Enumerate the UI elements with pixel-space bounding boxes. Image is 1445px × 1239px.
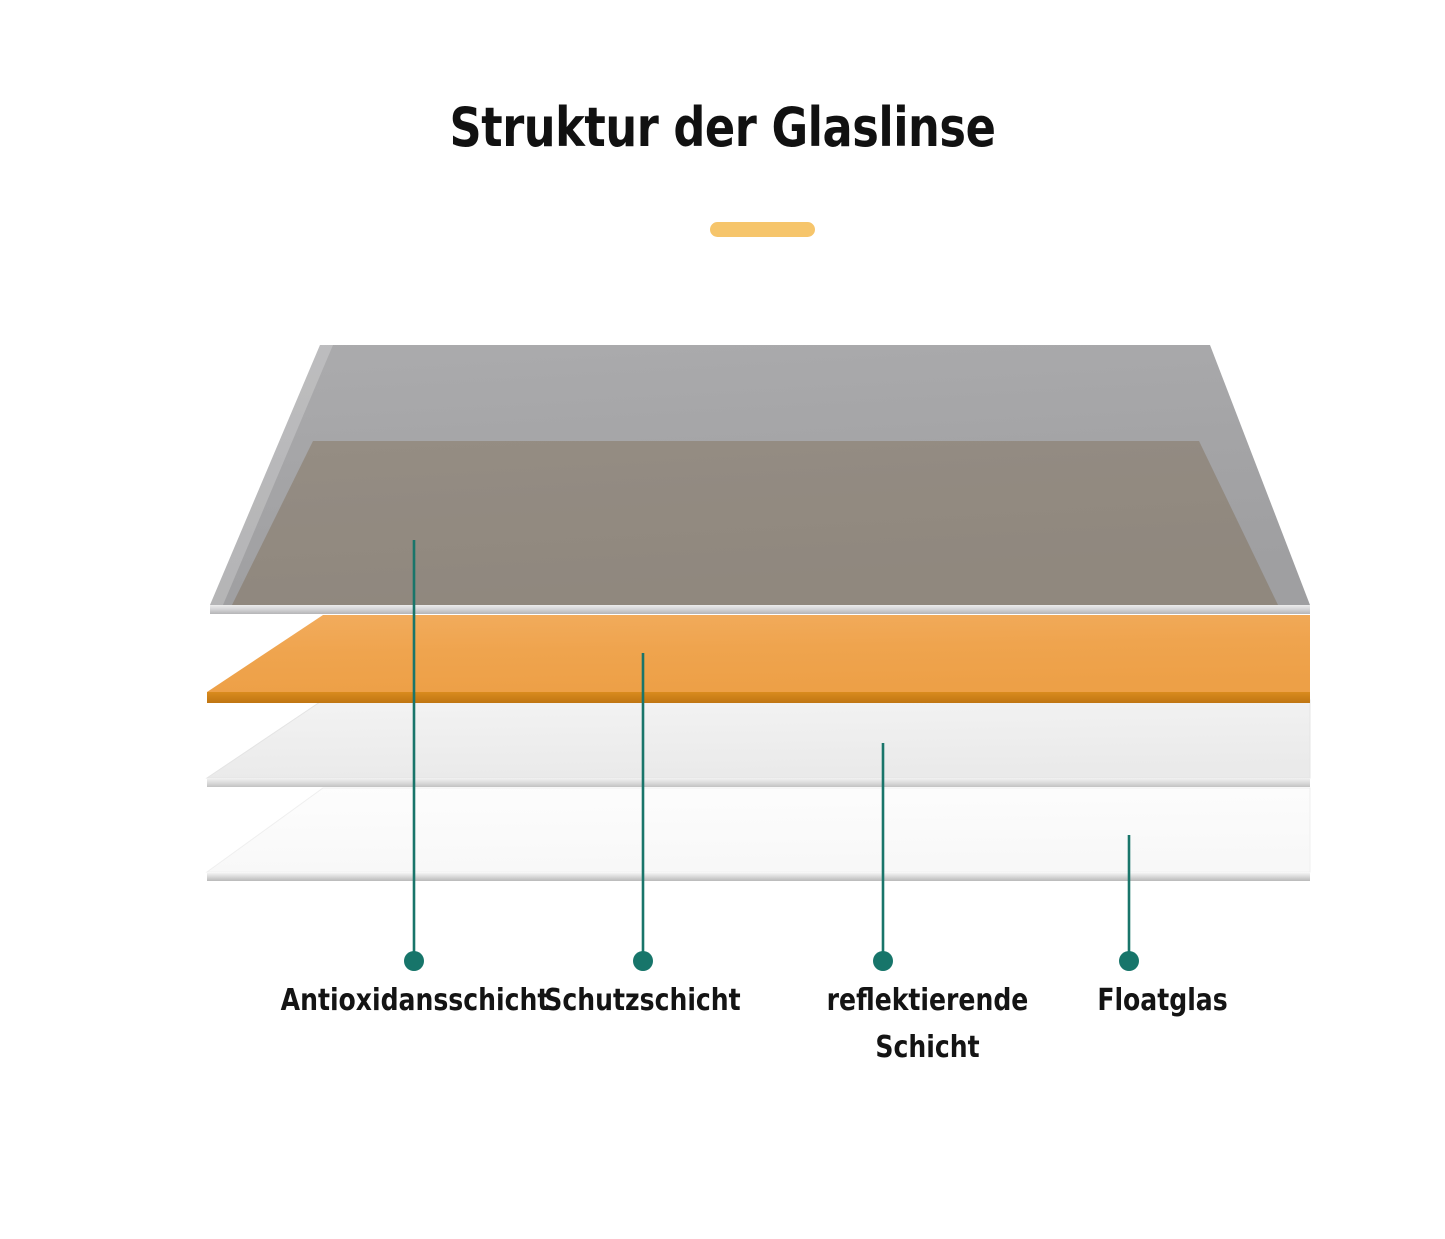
reflective-surface: [205, 699, 1311, 779]
page-title: Struktur der Glaslinse: [449, 96, 996, 159]
floatglas-edge: [207, 872, 1310, 881]
layer-plate-antioxidant[interactable]: [210, 345, 1310, 614]
callout-label-protective: Schutzschicht: [544, 983, 741, 1018]
layer-plate-protective[interactable]: [207, 615, 1310, 703]
leader-dot-reflective[interactable]: [873, 951, 893, 971]
antioxidant-inner-tint: [232, 441, 1278, 605]
floatglas-surface: [205, 787, 1311, 873]
antioxidant-edge: [210, 605, 1310, 614]
reflective-edge: [207, 778, 1310, 787]
leader-dot-antioxidant[interactable]: [404, 951, 424, 971]
antioxidant-bevel-highlight: [210, 345, 333, 605]
layer-plate-floatglas[interactable]: [205, 787, 1311, 881]
title-divider: [710, 222, 815, 237]
callout-label-floatglas: Floatglas: [1097, 983, 1228, 1018]
antioxidant-surface: [210, 345, 1310, 605]
callout-label-antioxidant: Antioxidansschicht: [280, 983, 550, 1018]
protective-surface: [207, 615, 1310, 692]
callout-leaders: [404, 540, 1139, 971]
callout-label-reflective: reflektierende Schicht: [826, 983, 1029, 1065]
leader-dot-protective[interactable]: [633, 951, 653, 971]
layer-plate-reflective[interactable]: [205, 699, 1311, 787]
leader-dot-floatglas[interactable]: [1119, 951, 1139, 971]
protective-edge: [207, 692, 1310, 703]
